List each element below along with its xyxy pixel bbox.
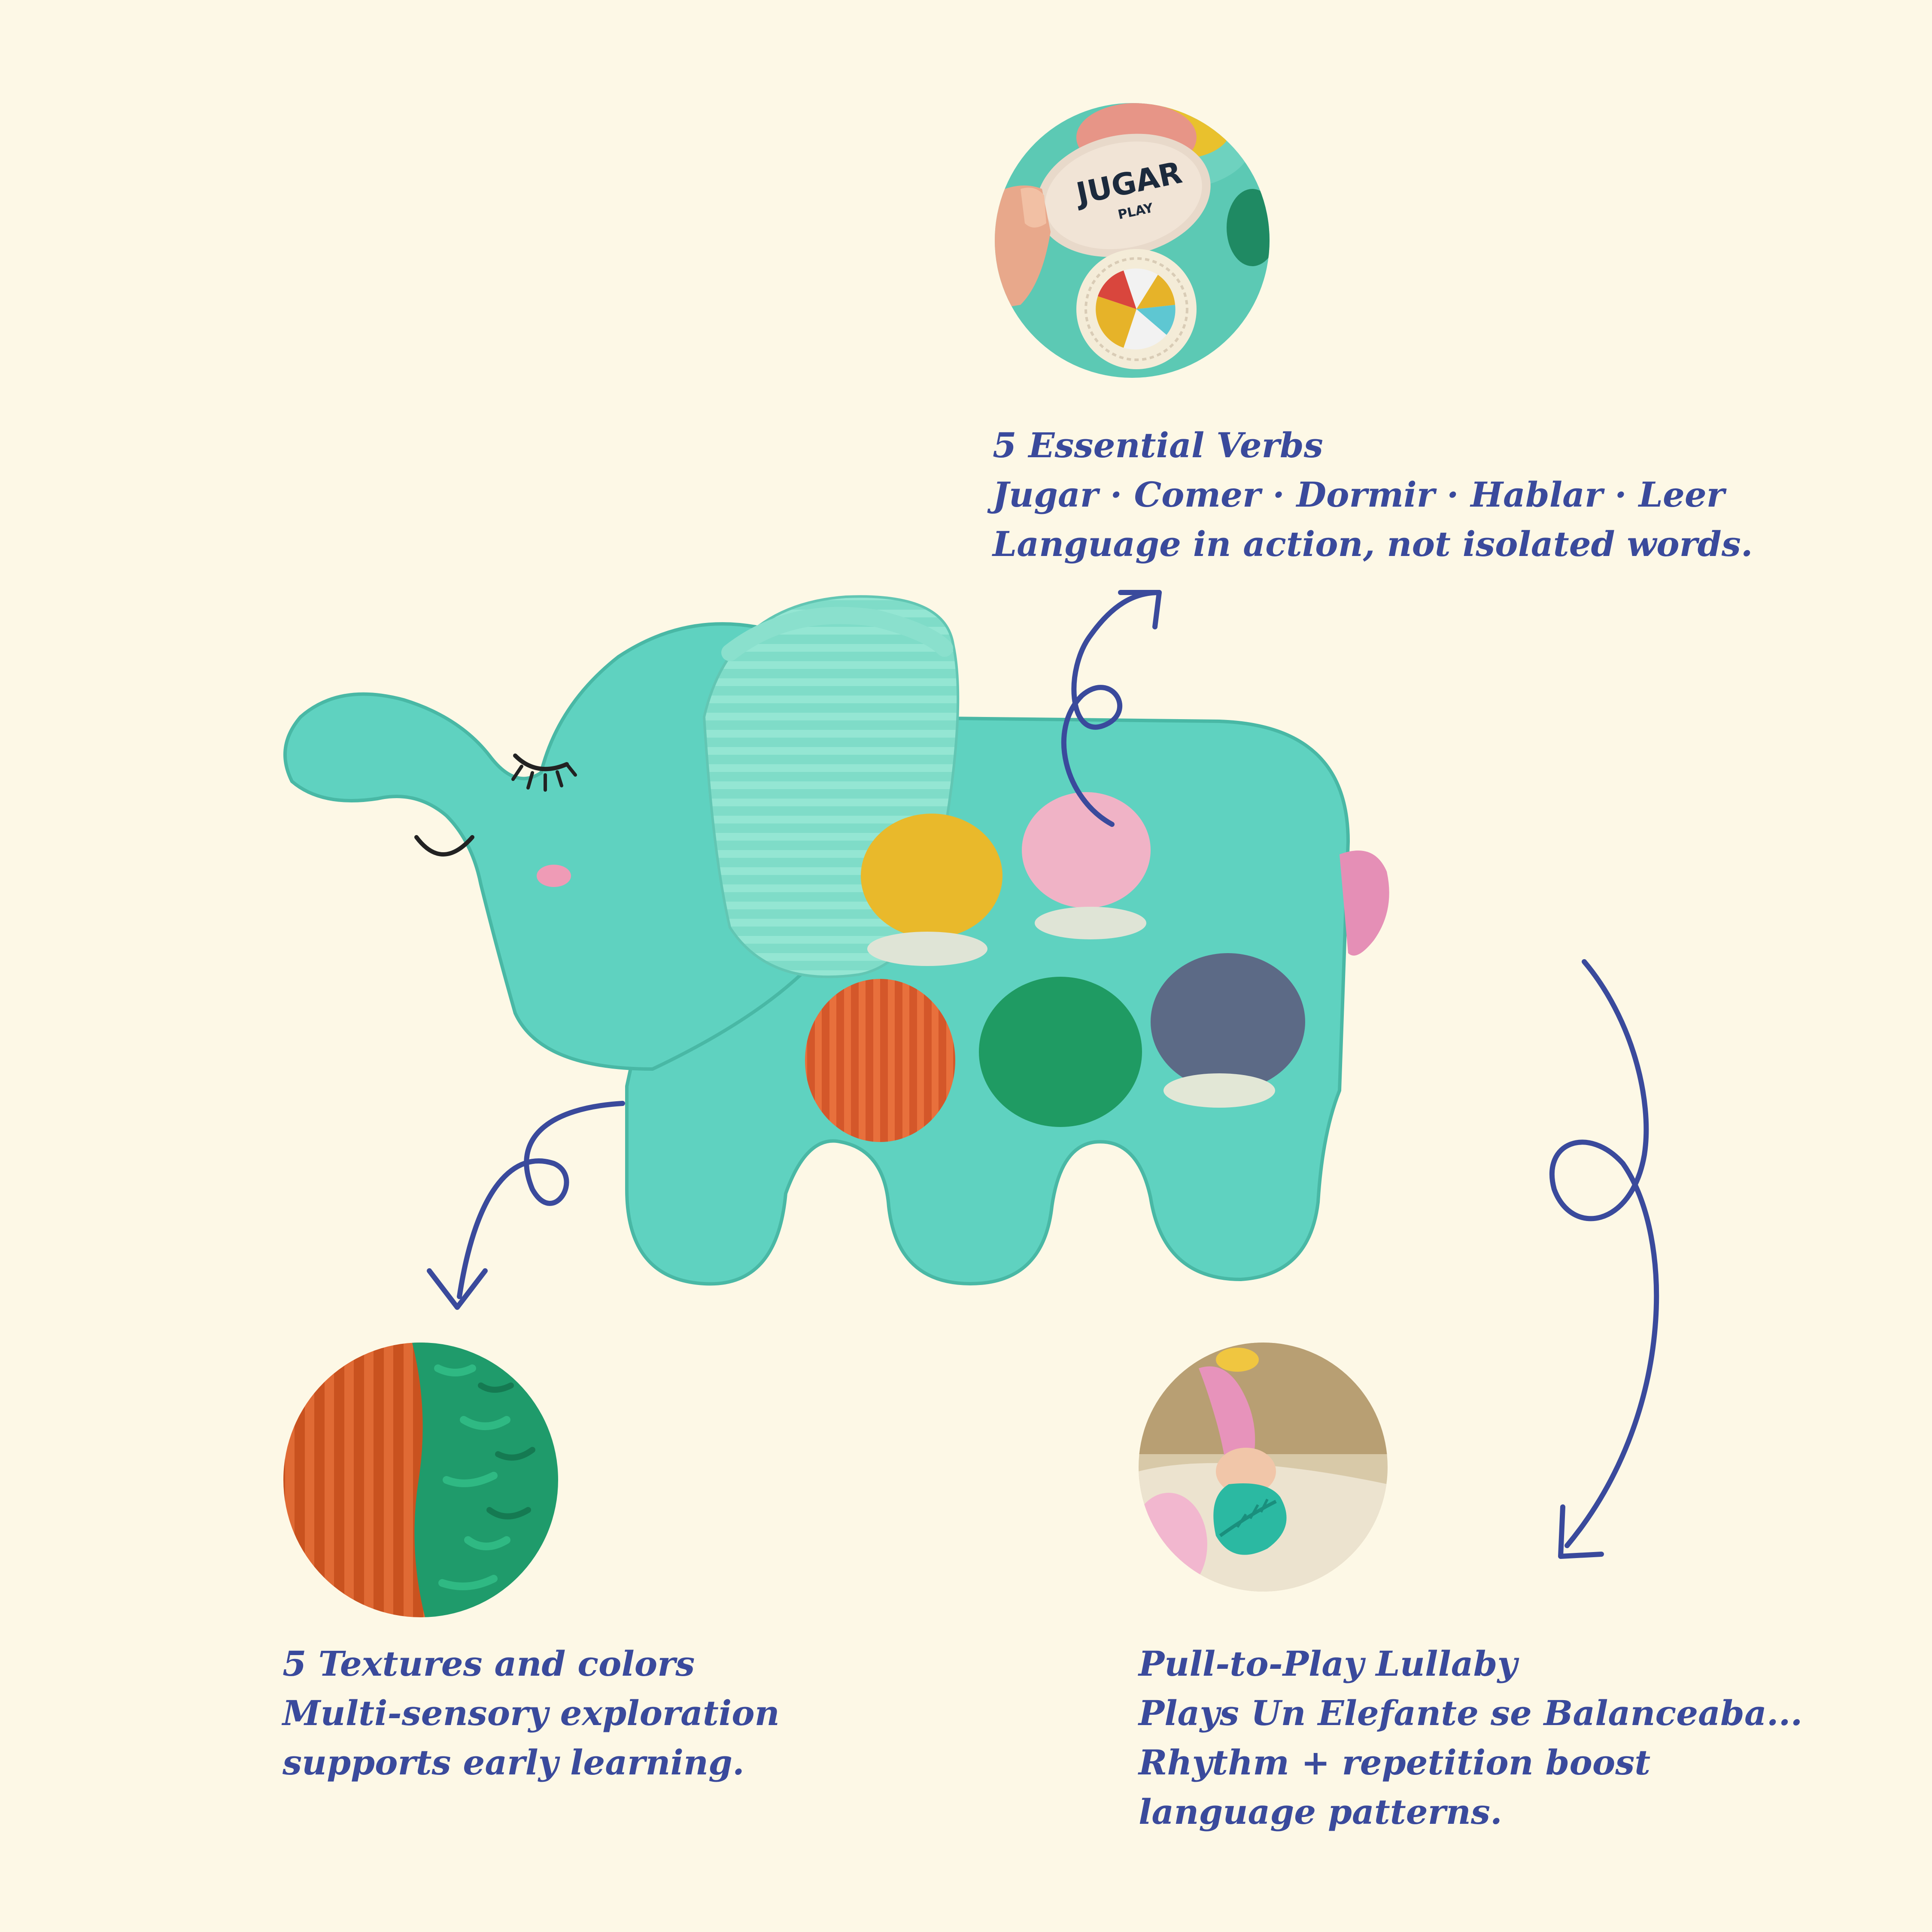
curly-arrow-to-lullaby-head-icon xyxy=(1558,1504,1604,1559)
lullaby-line-1: Plays Un Elefante se Balanceaba... xyxy=(1139,1693,1803,1733)
lullaby-title: Pull-to-Play Lullaby xyxy=(1139,1643,1517,1684)
verbs-title: 5 Essential Verbs xyxy=(993,425,1323,465)
lullaby-line-2: Rhythm + repetition boost xyxy=(1139,1742,1651,1783)
lullaby-closeup-photo xyxy=(1139,1343,1388,1592)
textures-title: 5 Textures and colors xyxy=(283,1643,695,1684)
textures-feature-text: 5 Textures and colors Multi-sensory expl… xyxy=(283,1639,780,1787)
verbs-feature-text: 5 Essential Verbs Jugar · Comer · Dormir… xyxy=(993,421,1753,569)
verbs-closeup-photo: JUGAR PLAY xyxy=(995,103,1270,378)
elephant-plush-image xyxy=(283,595,1389,1286)
textures-line-1: Multi-sensory exploration xyxy=(283,1693,780,1733)
textures-closeup-photo xyxy=(283,1343,558,1617)
lullaby-line-3: language patterns. xyxy=(1139,1792,1502,1832)
verbs-line-1: Jugar · Comer · Dormir · Hablar · Leer xyxy=(993,474,1725,515)
textures-line-2: supports early learning. xyxy=(283,1742,744,1783)
lullaby-feature-text: Pull-to-Play Lullaby Plays Un Elefante s… xyxy=(1139,1639,1802,1837)
verbs-line-2: Language in action, not isolated words. xyxy=(993,524,1753,564)
